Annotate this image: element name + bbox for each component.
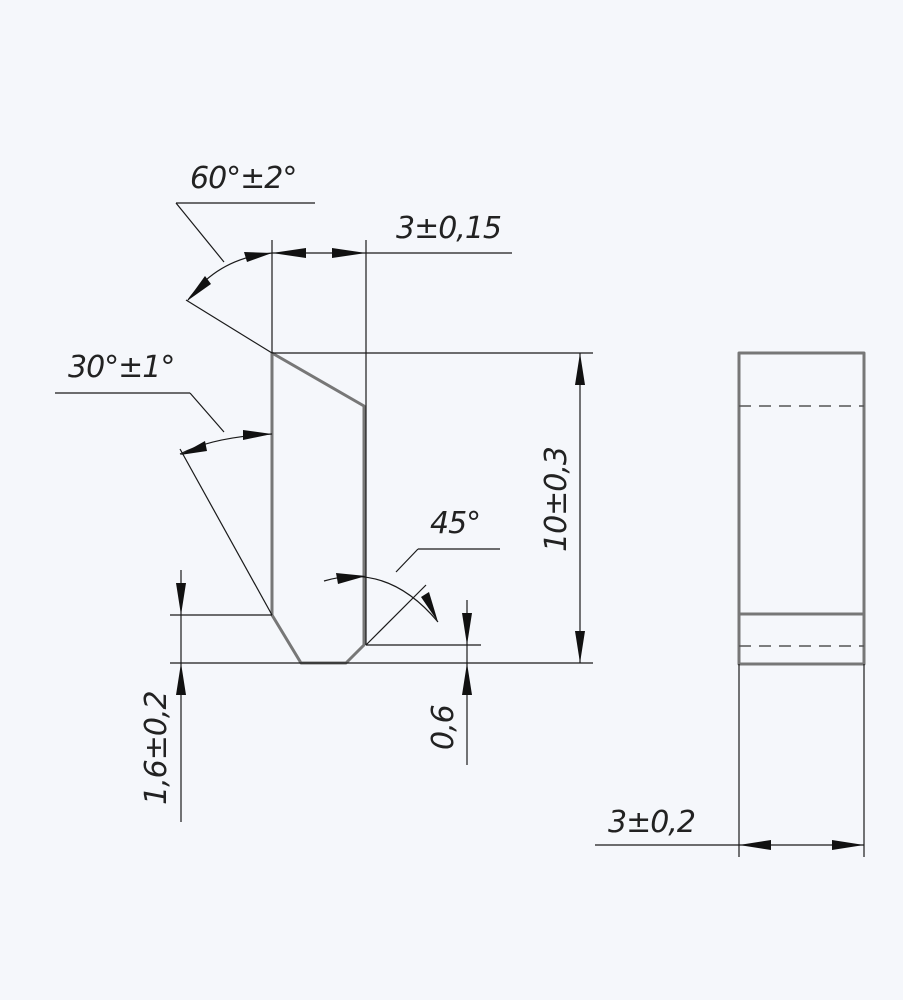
- side-view: [737, 351, 866, 666]
- front-view: [270, 351, 366, 665]
- angle-30-label: 30°±1°: [68, 350, 174, 385]
- depth-0-6-label: 0,6: [426, 705, 461, 750]
- front-view-outline: [270, 351, 366, 665]
- angle-45-label: 45°: [430, 506, 480, 541]
- arrowheads: [176, 248, 864, 850]
- side-view-outline: [737, 351, 866, 666]
- thickness-3-label: 3±0,2: [608, 805, 695, 840]
- height-10-label: 10±0,3: [539, 447, 574, 552]
- angle-60-label: 60°±2°: [190, 161, 296, 196]
- height-1-6-label: 1,6±0,2: [139, 691, 174, 805]
- width-3-label: 3±0,15: [396, 211, 501, 246]
- dimension-lines: [179, 252, 864, 846]
- extension-lines: [55, 202, 865, 857]
